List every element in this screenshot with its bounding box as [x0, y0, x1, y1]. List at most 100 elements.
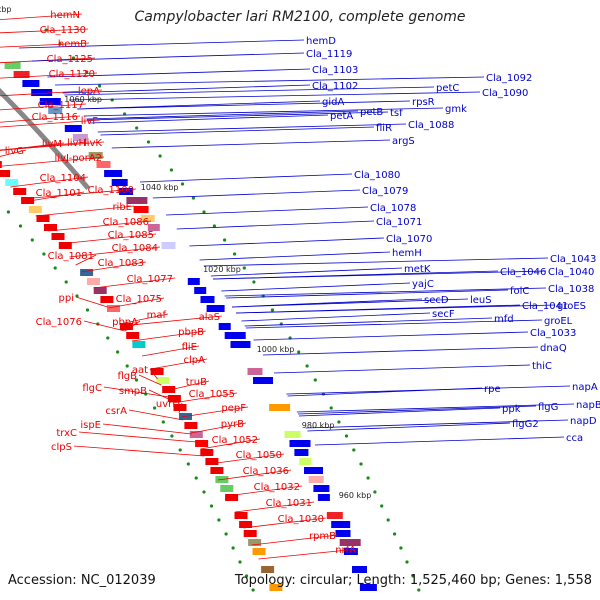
leader-line — [226, 289, 509, 299]
gene-block — [343, 548, 358, 555]
gc-dot — [135, 126, 139, 130]
gene-label-left: Cla_1085 — [108, 230, 154, 241]
gene-label-left: Cla_1077 — [127, 274, 173, 285]
leader-line — [286, 385, 571, 395]
gc-dot — [64, 280, 68, 284]
gene-label-left: Cla_1030 — [278, 514, 324, 525]
gene-label-right: Cla_1090 — [482, 88, 528, 99]
scale-label: 1040 kbp — [141, 183, 179, 192]
gene-label-left: clpS — [51, 442, 72, 453]
leader-line — [226, 485, 303, 497]
gene-block — [96, 161, 111, 168]
leader-line — [297, 405, 537, 415]
gene-block — [294, 449, 309, 456]
gene-label-left: pepF — [221, 403, 246, 414]
gene-label-right: Cla_1092 — [486, 73, 532, 84]
gene-label-right: groEL — [544, 316, 573, 327]
leader-line — [47, 68, 311, 78]
leader-line — [152, 189, 361, 199]
gene-label-right: dnaQ — [540, 343, 567, 354]
gene-label-left: Cla_1036 — [243, 466, 289, 477]
gc-dot — [209, 504, 214, 508]
gene-label-left: flgC — [82, 383, 102, 394]
leader-line — [89, 114, 329, 124]
gene-block — [13, 188, 27, 195]
gene-block — [339, 539, 361, 546]
map-title: Campylobacter lari RM2100, complete geno… — [134, 9, 466, 25]
gene-label-left: livF — [81, 116, 98, 127]
leader-line — [298, 407, 501, 417]
leader-line — [149, 368, 158, 380]
gene-block — [359, 584, 377, 591]
leader-line — [166, 206, 369, 216]
gene-label-right: Cla_1071 — [376, 217, 422, 228]
gene-label-left: Cla_1084 — [112, 243, 158, 254]
gene-block — [167, 395, 181, 402]
gene-label-left: uvrD — [156, 399, 180, 410]
leader-line — [0, 115, 81, 123]
gene-label-right: flgG — [538, 402, 558, 413]
gene-label-right: secD — [424, 295, 449, 306]
gc-dot — [194, 476, 198, 480]
gene-block — [326, 512, 343, 519]
leader-line — [103, 386, 170, 398]
leader-line — [119, 313, 169, 325]
leader-line — [176, 220, 375, 230]
leader-line — [0, 141, 105, 151]
leader-line — [10, 176, 89, 188]
gene-label-left: hemB — [58, 39, 87, 50]
gene-block — [58, 242, 72, 249]
gene-label-left: ribE — [112, 202, 132, 213]
gc-dot — [186, 462, 190, 466]
gene-block — [80, 269, 94, 276]
leader-line — [314, 436, 565, 446]
gene-label-right: Cla_1103 — [312, 65, 358, 76]
leader-line — [58, 233, 157, 245]
gene-label-right: petC — [436, 83, 459, 94]
gene-label-right: Cla_1102 — [312, 81, 358, 92]
gene-label-left: ppi — [59, 293, 74, 304]
gene-block — [161, 242, 176, 249]
leader-line — [296, 403, 575, 413]
gene-block — [100, 296, 114, 303]
leader-line — [73, 445, 205, 457]
scale-label: 960 kbp — [339, 491, 372, 500]
leader-line — [142, 345, 200, 357]
gene-label-left: Cla_1104 — [40, 173, 86, 184]
gc-dot — [18, 224, 23, 228]
leader-line — [75, 254, 97, 266]
gc-dot — [297, 350, 301, 354]
gene-label-right: napB — [576, 400, 600, 411]
gene-block — [225, 494, 239, 501]
gene-label-left: Cla_1031 — [266, 498, 312, 509]
gene-label-right: Cla_1079 — [362, 186, 408, 197]
gene-label-left: aat — [132, 365, 148, 376]
gc-dot — [85, 70, 89, 74]
gc-dot — [170, 434, 174, 438]
gene-label-right: flgG2 — [512, 419, 539, 430]
gene-label-left: Cla_1101 — [36, 188, 82, 199]
gene-label-left: fliE — [182, 342, 197, 353]
leader-line — [236, 304, 556, 314]
leader-line — [23, 191, 85, 203]
gene-block — [0, 161, 2, 168]
gc-dot — [30, 238, 34, 242]
gene-label-right: hemD — [306, 36, 336, 47]
gene-label-left: Cla_1055 — [189, 389, 235, 400]
gene-block — [51, 233, 65, 240]
leader-line — [68, 91, 481, 101]
gc-dot — [180, 182, 185, 186]
gene-label-left: livH — [67, 138, 86, 149]
gene-block — [64, 125, 82, 132]
gene-block — [352, 566, 367, 573]
gene-label-left: lepA — [78, 86, 100, 97]
gc-dot — [153, 406, 157, 410]
leader-line — [35, 205, 135, 217]
gc-dot — [238, 560, 242, 564]
gc-dot — [231, 546, 235, 550]
scale-label: 1060 kbp — [64, 95, 102, 104]
leader-line — [83, 320, 125, 332]
leader-line — [121, 315, 223, 327]
gc-dot — [242, 266, 246, 270]
gene-label-right: gmk — [445, 104, 467, 115]
